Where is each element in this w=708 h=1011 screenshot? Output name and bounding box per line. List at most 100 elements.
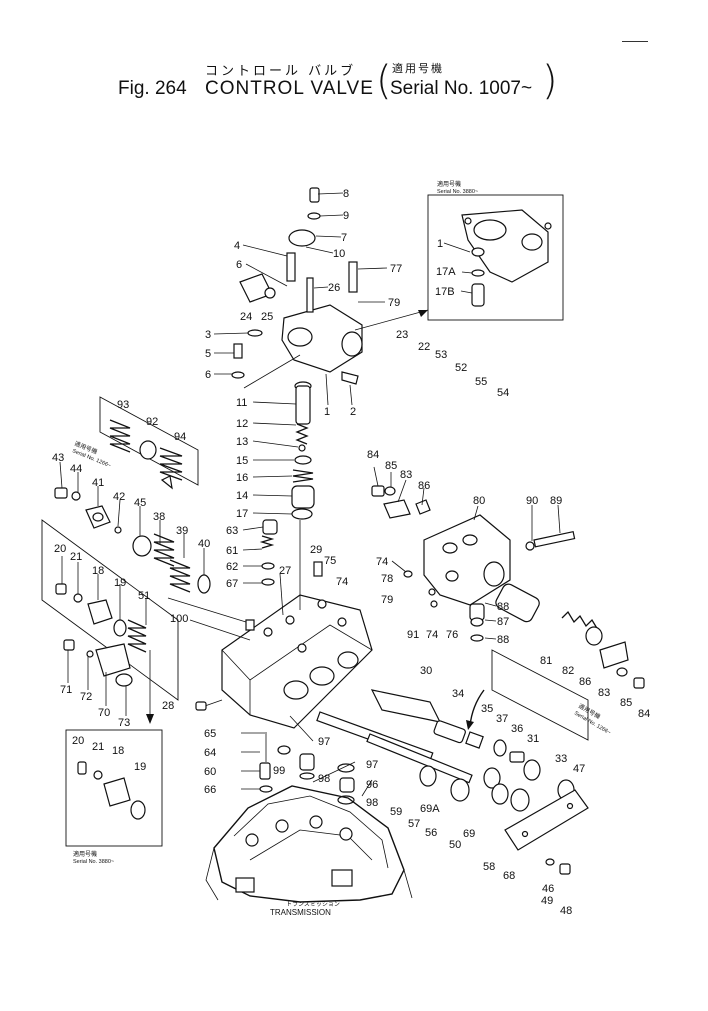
part-number-label: 45 <box>134 497 146 509</box>
part-number-label: 77 <box>390 263 402 275</box>
lower-spool-assemblies <box>241 689 589 875</box>
part-number-label: 20 <box>54 543 66 555</box>
part-number-label: 49 <box>541 895 553 907</box>
part-number-label: 3 <box>205 329 211 341</box>
part-number-label: 20 <box>72 735 84 747</box>
part-number-label: 24 <box>240 311 252 323</box>
japanese-title: コントロール バルブ <box>205 64 357 79</box>
part-number-label: 23 <box>396 329 408 341</box>
part-number-label: 4 <box>234 240 240 252</box>
part-number-label: 69A <box>420 803 440 815</box>
japanese-applicability: 適用号機 <box>392 62 444 75</box>
part-number-label: 100 <box>170 613 188 625</box>
part-number-label: 99 <box>273 765 285 777</box>
part-number-label: 28 <box>162 700 174 712</box>
part-number-label: 81 <box>540 655 552 667</box>
part-number-label: 58 <box>483 861 495 873</box>
center-spool-stack <box>252 381 315 520</box>
part-number-label: 79 <box>388 297 400 309</box>
transmission-label: TRANSMISSION <box>270 908 331 917</box>
part-number-label: 72 <box>80 691 92 703</box>
part-number-label: 84 <box>638 708 650 720</box>
part-number-label: 17B <box>435 286 455 298</box>
part-number-label: 27 <box>279 565 291 577</box>
part-number-label: 54 <box>497 387 509 399</box>
part-number-label: 37 <box>496 713 508 725</box>
part-number-label: 7 <box>341 232 347 244</box>
part-number-label: 16 <box>236 472 248 484</box>
part-number-label: 31 <box>527 733 539 745</box>
part-number-label: 21 <box>92 741 104 753</box>
part-number-label: 73 <box>118 717 130 729</box>
part-number-label: 33 <box>555 753 567 765</box>
part-number-label: 78 <box>381 573 393 585</box>
inset-bl-serial: Serial No. 3880~ <box>73 859 114 865</box>
part-number-label: 40 <box>198 538 210 550</box>
part-number-label: 8 <box>343 188 349 200</box>
part-number-label: 94 <box>174 431 186 443</box>
part-number-label: 6 <box>236 259 242 271</box>
part-number-label: 89 <box>550 495 562 507</box>
part-number-label: 2 <box>350 406 356 418</box>
part-number-label: 98 <box>366 797 378 809</box>
part-number-label: 5 <box>205 348 211 360</box>
part-number-label: 63 <box>226 525 238 537</box>
page-title: CONTROL VALVE <box>205 78 374 99</box>
part-number-label: 61 <box>226 545 238 557</box>
part-number-label: 51 <box>138 590 150 602</box>
transmission-japanese-label: トランスミッション <box>286 901 340 908</box>
inset-bl-note: 適用号機 <box>73 850 97 858</box>
part-number-label: 96 <box>366 779 378 791</box>
transmission-housing: トランスミッション TRANSMISSION <box>205 785 413 917</box>
part-number-label: 93 <box>117 399 129 411</box>
part-number-label: 86 <box>418 480 430 492</box>
part-number-label: 74 <box>426 629 438 641</box>
top-cover-assembly <box>213 187 429 406</box>
part-number-label: 26 <box>328 282 340 294</box>
part-number-label: 13 <box>236 436 248 448</box>
part-number-label: 19 <box>114 577 126 589</box>
part-number-label: 53 <box>435 349 447 361</box>
part-number-label: 11 <box>236 397 247 409</box>
part-number-label: 91 <box>407 629 419 641</box>
part-number-label: 18 <box>92 565 104 577</box>
part-number-label: 80 <box>473 495 485 507</box>
part-number-label: 79 <box>381 594 393 606</box>
part-number-label: 75 <box>324 555 336 567</box>
part-number-label: 74 <box>336 576 348 588</box>
figure-label: Fig. 264 <box>118 78 187 99</box>
part-number-label: 19 <box>134 761 146 773</box>
part-number-label: 48 <box>560 905 572 917</box>
corner-mark <box>622 41 648 42</box>
part-number-label: 76 <box>446 629 458 641</box>
part-number-label: 36 <box>511 723 523 735</box>
part-number-label: 1 <box>437 238 443 250</box>
part-number-label: 1 <box>324 406 330 418</box>
part-number-labels: 8 9 7 10 4 6 77 26 24 25 79 3 5 6 11 1 2… <box>52 188 650 917</box>
part-number-label: 83 <box>598 687 610 699</box>
right-upper-valve-block <box>371 466 645 689</box>
part-number-label: 44 <box>70 463 82 475</box>
part-number-label: 47 <box>573 763 585 775</box>
part-number-label: 10 <box>333 248 345 260</box>
main-valve-body <box>167 519 373 729</box>
part-number-label: 29 <box>310 544 322 556</box>
part-number-label: 59 <box>390 806 402 818</box>
part-number-label: 55 <box>475 376 487 388</box>
serial-range: Serial No. 1007~ <box>390 78 533 99</box>
part-number-label: 43 <box>52 452 64 464</box>
part-number-label: 22 <box>418 341 430 353</box>
part-number-label: 64 <box>204 747 216 759</box>
part-number-label: 65 <box>204 728 216 740</box>
part-number-label: 42 <box>113 491 125 503</box>
part-number-label: 41 <box>92 477 104 489</box>
part-number-label: 85 <box>620 697 632 709</box>
part-number-label: 83 <box>400 469 412 481</box>
left-spring-assemblies <box>54 419 211 724</box>
part-number-label: 98 <box>318 773 330 785</box>
part-number-label: 9 <box>343 210 349 222</box>
part-number-label: 88 <box>497 634 509 646</box>
part-number-label: 84 <box>367 449 379 461</box>
